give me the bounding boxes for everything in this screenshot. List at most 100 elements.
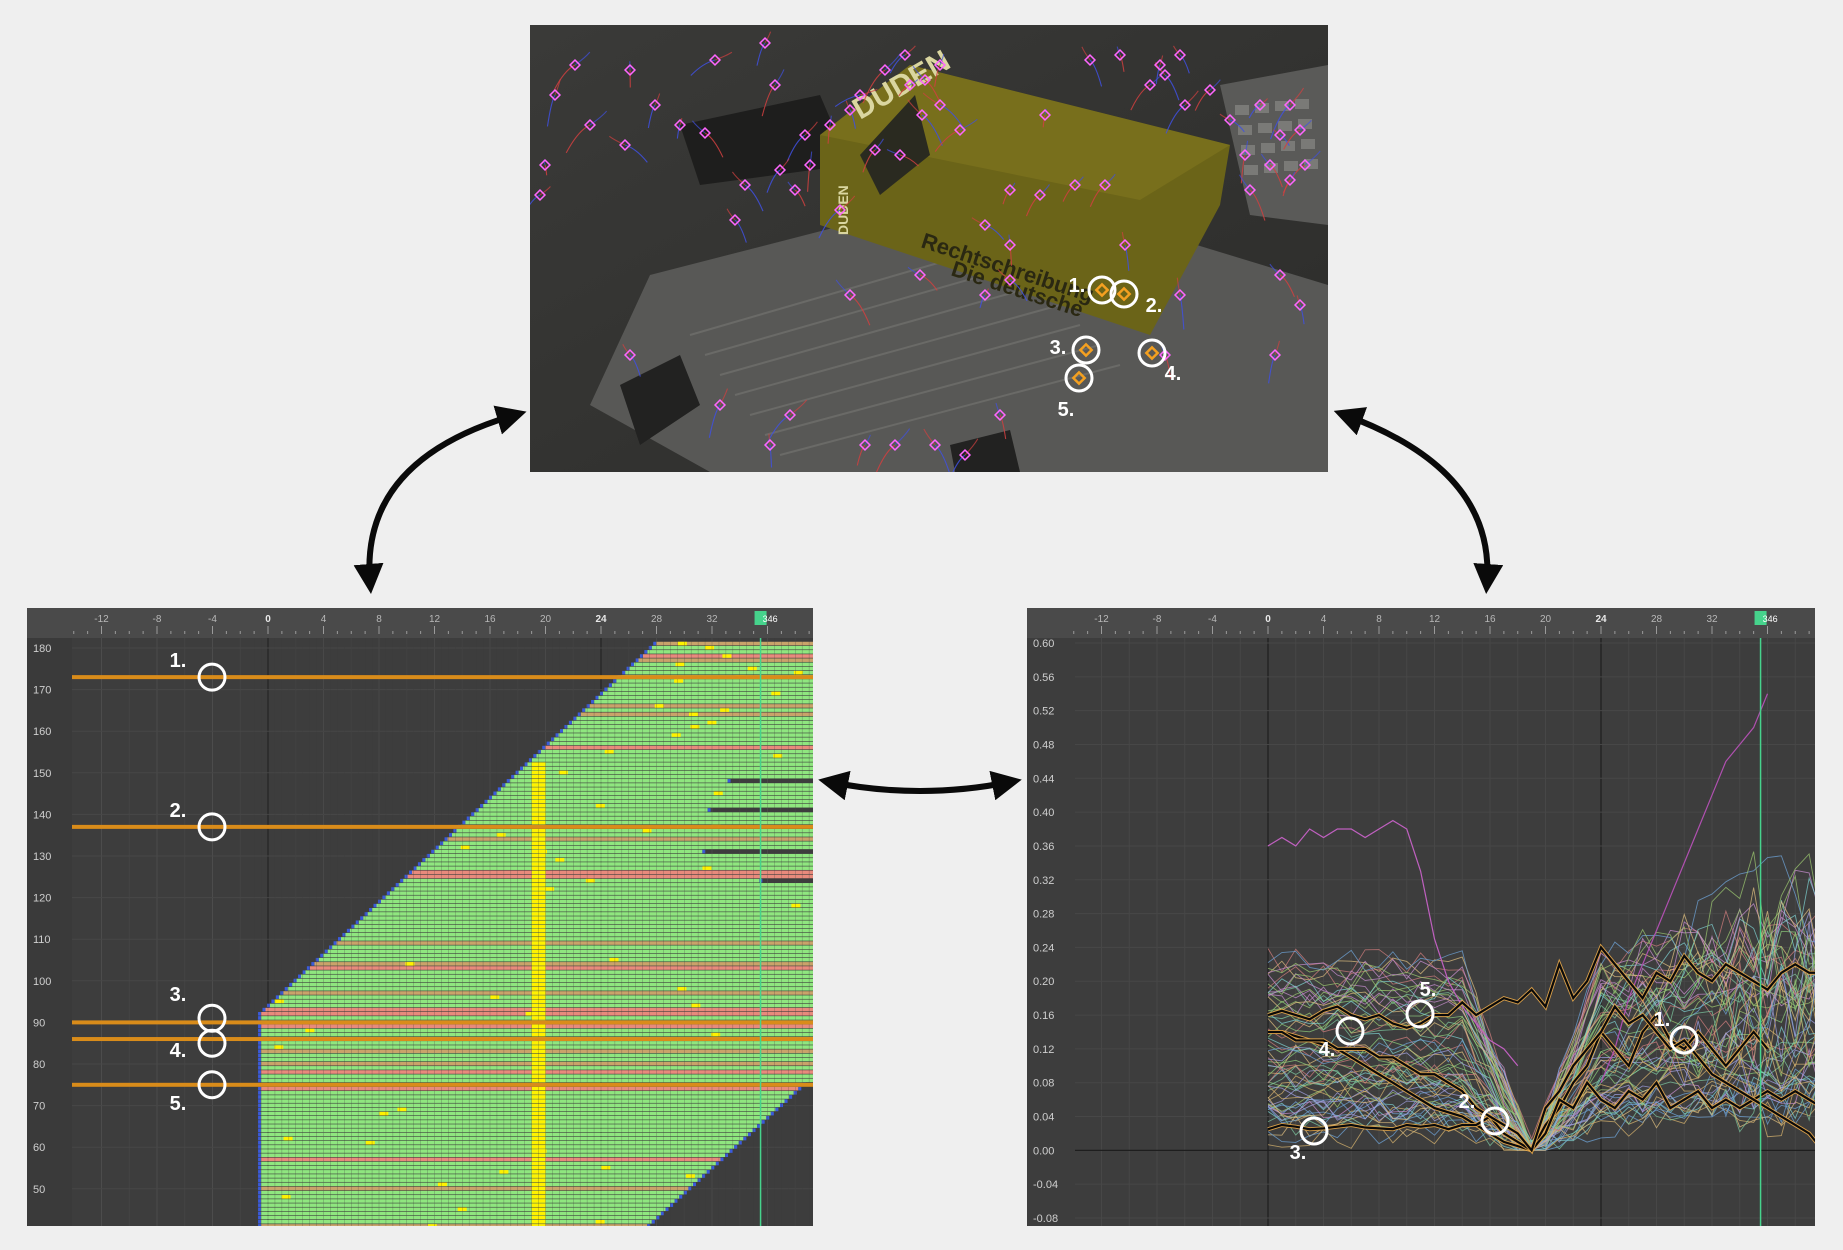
motion-track (1283, 129, 1301, 150)
motion-track (789, 399, 808, 416)
track-bar (261, 1153, 726, 1157)
motion-track (744, 184, 764, 212)
track-start-key (506, 779, 510, 783)
track-bar (309, 966, 813, 970)
tracking-photo-viewport[interactable]: Die deutsche Rechtschreibung DUDEN DUDEN… (530, 25, 1328, 472)
motion-tracks (530, 31, 1321, 472)
motion-track (1279, 134, 1290, 147)
track-bar (261, 1182, 693, 1187)
motion-track (1289, 171, 1296, 181)
track-bar (340, 937, 813, 941)
track-end-key (725, 1153, 729, 1157)
track-start-key (582, 708, 586, 712)
marker-circle (197, 1028, 227, 1058)
track-bar (261, 1224, 648, 1226)
track-start-key (258, 1107, 262, 1112)
track-start-key (586, 704, 590, 708)
outlier-curve-rising (1600, 693, 1769, 1083)
track-bar (261, 1190, 684, 1195)
track-start-key (258, 1086, 262, 1091)
track-bar (261, 1165, 712, 1170)
motion-track (939, 104, 965, 130)
highlighted-curve (1268, 1013, 1769, 1152)
book-top (820, 65, 1230, 200)
track-bar (558, 733, 813, 737)
motion-track (818, 209, 841, 239)
track-start-key (639, 654, 643, 658)
track-bar (398, 883, 813, 887)
keyframe-cell (601, 1165, 611, 1170)
track-start-key (542, 745, 546, 750)
feature-point (843, 103, 857, 117)
track-start-key (258, 1057, 262, 1062)
track-start-key (435, 845, 439, 850)
motion-track (1209, 79, 1221, 91)
feature-point (993, 408, 1007, 422)
track-bar (261, 1140, 739, 1145)
feature-point (1118, 238, 1132, 252)
y-axis-label: 0.40 (1033, 807, 1054, 819)
track-bar (518, 770, 813, 775)
motion-track (647, 104, 656, 129)
feature-point (1003, 183, 1017, 197)
motion-track (1179, 294, 1185, 330)
highlighted-feature-point (1071, 370, 1087, 386)
marker-label: 3. (1290, 1142, 1307, 1164)
keyframe-cell (281, 1195, 291, 1199)
feature-point (1273, 268, 1287, 282)
ruler-label: 32 (706, 614, 718, 625)
ruler-label: 4 (1321, 614, 1327, 625)
track-end-key (757, 1124, 761, 1128)
highlighted-tracks (72, 675, 813, 1087)
ruler-label: 20 (1540, 614, 1552, 625)
track-start-key (537, 749, 541, 754)
keyframe-cell (685, 1174, 695, 1178)
motion-track (1219, 113, 1231, 121)
marker-circle (1087, 275, 1117, 305)
motion-track (779, 158, 790, 171)
track-bar (585, 708, 813, 712)
track-start-key (258, 1149, 262, 1153)
timeline-ruler[interactable] (27, 608, 813, 638)
feature-point (763, 438, 777, 452)
motion-track (912, 65, 926, 81)
marker-circle (1335, 1016, 1365, 1046)
track-start-key (258, 1091, 262, 1095)
feature-point (913, 268, 927, 282)
keyframe-cell (283, 1136, 293, 1141)
feature-point (803, 158, 817, 172)
track-bar (549, 741, 813, 746)
motion-track (995, 402, 1001, 416)
track-start-key (293, 978, 297, 983)
feature-point (1083, 53, 1097, 67)
track-bar (540, 749, 813, 754)
motion-track (1089, 59, 1103, 87)
track-start-key (404, 874, 408, 879)
track-start-key (258, 1178, 262, 1182)
error-curve (1267, 956, 1815, 1152)
track-start-key (258, 1124, 262, 1128)
marker-circle (1137, 338, 1167, 368)
track-start-key (258, 1016, 262, 1020)
track-start-key (604, 687, 608, 692)
keyframe-cell (595, 1220, 605, 1224)
track-start-key (258, 1111, 262, 1116)
track-bar (443, 841, 813, 845)
error-curve (1267, 1063, 1815, 1151)
keyframe-cell (677, 641, 687, 646)
motion-track (862, 149, 876, 173)
motion-track (1259, 98, 1268, 106)
y-axis-label: -0.08 (1033, 1213, 1058, 1225)
keyframe-cell (675, 662, 685, 667)
feature-point (843, 288, 857, 302)
track-bar (261, 1220, 652, 1224)
marker-circle (1299, 1116, 1329, 1146)
motion-track (766, 169, 781, 193)
photo-highlight-markers: 1.2.3.4.5. (1050, 275, 1182, 421)
y-axis-label: 170 (33, 685, 51, 697)
track-start-key (480, 804, 484, 808)
motion-track (769, 444, 773, 468)
